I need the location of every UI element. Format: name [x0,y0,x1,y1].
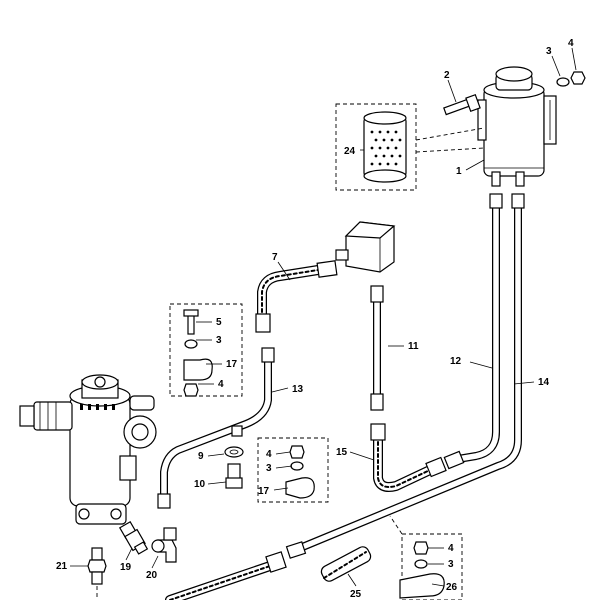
callout-11: 11 [408,341,419,352]
fitting-21 [87,547,107,600]
washer [556,77,570,87]
callout-7: 7 [272,252,278,263]
clamp-kit-upper [169,303,243,397]
callout-24: 24 [344,146,356,157]
bolt [443,93,481,116]
callout-3: 3 [216,335,222,346]
callout-13: 13 [292,384,304,395]
callout-26: 26 [446,582,458,593]
clamp-kit-middle [257,437,329,503]
callout-4: 4 [266,449,272,460]
steering-gear-box [19,374,157,525]
return-tube [448,193,503,464]
filter-element [335,103,485,191]
fluid-reservoir [477,66,557,187]
callout-20: 20 [146,570,158,581]
callout-3: 3 [266,463,272,474]
callout-1: 1 [456,166,462,177]
callout-4: 4 [568,38,574,49]
callout-3: 3 [546,46,552,57]
callout-19: 19 [120,562,132,573]
hose-11 [370,285,384,411]
hose-7 [255,260,338,333]
pressure-switch [335,221,396,273]
callout-12: 12 [450,356,462,367]
leader-lines [70,47,577,587]
banjo-bolt [225,425,243,489]
pressure-tube [296,193,525,552]
protective-sleeve [320,546,372,582]
callout-10: 10 [194,479,206,490]
callout-4: 4 [218,379,224,390]
callout-17: 17 [226,359,238,370]
tube-13 [157,347,275,509]
callout-15: 15 [336,447,348,458]
callout-14: 14 [538,377,550,388]
callout-9: 9 [198,451,204,462]
callout-3: 3 [448,559,454,570]
callout-labels: 1 2 3 4 24 7 5 3 17 4 13 11 12 14 9 10 4… [56,38,574,600]
clamp-kit-lower [389,515,463,600]
elbow-fitting-19 [118,520,149,555]
callout-17: 17 [258,486,270,497]
hose-15 [370,423,465,492]
sealing-washer [224,446,244,458]
callout-5: 5 [216,317,222,328]
callout-2: 2 [444,70,450,81]
callout-4: 4 [448,543,454,554]
callout-21: 21 [56,561,68,572]
nut [570,71,586,85]
hose-lower [165,541,307,600]
callout-25: 25 [350,589,362,600]
elbow-fitting-20 [151,527,177,563]
